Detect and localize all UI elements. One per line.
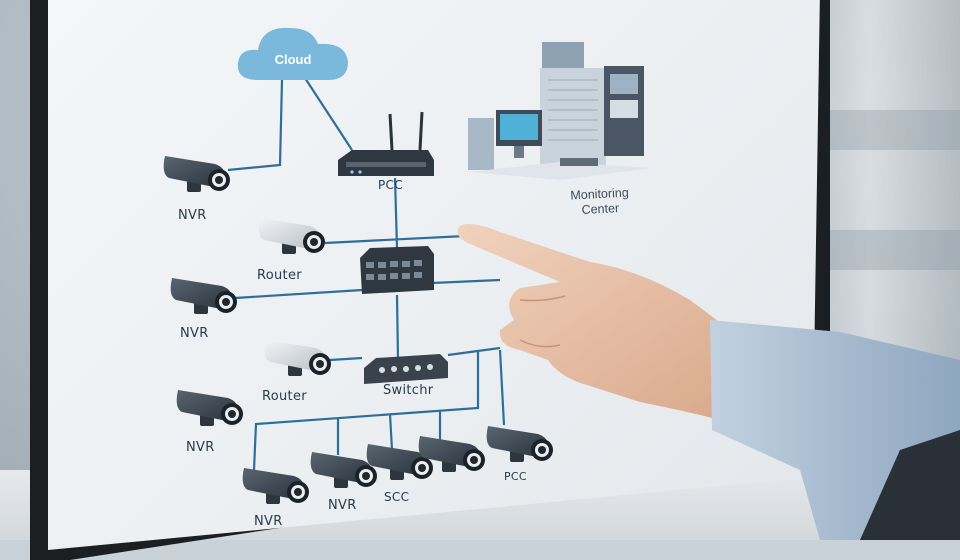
- label-bottom-4: PCC: [504, 470, 527, 483]
- dark-garment: [860, 430, 960, 540]
- hub-icon: [360, 246, 434, 294]
- link-router-hub: [393, 177, 399, 249]
- network-diagram: [163, 27, 652, 504]
- label-nvr-3: NVR: [186, 440, 215, 455]
- link-bottom3: [388, 413, 394, 451]
- link-hub-switch: [395, 294, 400, 361]
- router-label: PCC: [378, 178, 403, 192]
- cloud-icon: [237, 27, 348, 80]
- label-bottom-3: SCC: [384, 490, 410, 504]
- link-cloud-nvr1: [227, 79, 284, 172]
- monitoring-center-icon: [468, 42, 652, 180]
- label-bottom-1: NVR: [254, 514, 283, 529]
- link-nvr2-hub: [234, 278, 501, 300]
- label-switch: Switchr: [383, 383, 434, 398]
- label-nvr-2: NVR: [180, 326, 209, 341]
- switch-icon: [364, 354, 448, 384]
- label-nvr-1: NVR: [178, 208, 207, 223]
- link-switch-bottom: [252, 352, 480, 471]
- link-router2-switch: [329, 346, 501, 362]
- network-links: [227, 77, 506, 471]
- hand-skin: [457, 224, 730, 420]
- link-router1-hub: [324, 234, 466, 245]
- link-pcc: [498, 349, 506, 426]
- link-cloud-router: [304, 77, 353, 151]
- label-router-1: Router: [257, 268, 302, 283]
- label-bottom-2: NVR: [328, 498, 357, 513]
- cloud-label: Cloud: [274, 52, 312, 67]
- pointing-hand: [457, 224, 960, 540]
- router-icon: [338, 111, 434, 176]
- label-router-2: Router: [262, 389, 307, 404]
